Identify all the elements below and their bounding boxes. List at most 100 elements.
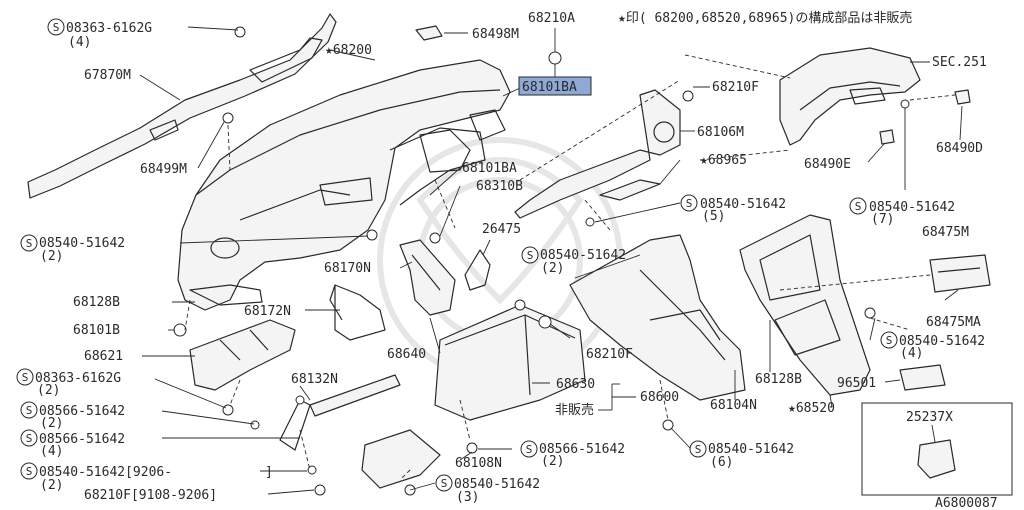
svg-text:S: S — [26, 465, 33, 478]
label-68200: ★68200 — [325, 43, 372, 58]
svg-text:S: S — [886, 334, 893, 347]
label-68101b: 68101B — [73, 323, 120, 338]
s-symbol-icon: S — [20, 429, 38, 447]
svg-text:S: S — [526, 443, 533, 456]
label-s08540-5-qty: (5) — [702, 209, 725, 224]
label-s08566-c-qty: (2) — [541, 454, 564, 469]
s-symbol-icon: S — [680, 194, 698, 212]
label-68172n: 68172N — [244, 304, 291, 319]
label-s08540-7-qty: (7) — [871, 212, 894, 227]
label-s08566-b-qty: (4) — [40, 444, 63, 459]
label-s08363-top: 08363-6162G — [66, 21, 152, 36]
label-s08540-7: 08540-51642 — [869, 200, 955, 215]
label-hihanbai: 非販売 — [555, 402, 594, 418]
svg-text:S: S — [527, 249, 534, 262]
svg-text:S: S — [22, 371, 29, 384]
label-68520: ★68520 — [788, 401, 835, 416]
part-96501 — [899, 364, 946, 391]
part-68490d — [954, 89, 971, 105]
label-s08540-date: 08540-51642[9206- — [39, 465, 172, 480]
label-68310b: 68310B — [476, 179, 523, 194]
svg-text:S: S — [686, 197, 693, 210]
label-96501: 96501 — [837, 376, 876, 391]
part-68498m — [415, 25, 443, 41]
svg-text:S: S — [695, 443, 702, 456]
part-67870m — [27, 13, 337, 199]
part-68170n — [399, 239, 456, 316]
label-67870m: 67870M — [84, 68, 131, 83]
s-symbol-icon: S — [849, 197, 867, 215]
s-symbol-icon: S — [20, 234, 38, 252]
s-symbol-icon: S — [521, 246, 539, 264]
label-68490d: 68490D — [936, 141, 983, 156]
label-68498m: 68498M — [472, 27, 519, 42]
label-s08363-low-qty: (2) — [37, 383, 60, 398]
labels: 08363-6162G (4) 67870M 68499M ★68200 684… — [35, 11, 998, 510]
part-sec251-hood — [779, 47, 921, 146]
screw-set — [173, 26, 910, 496]
label-68108n: 68108N — [455, 456, 502, 471]
inset-box — [861, 402, 1013, 496]
label-68600: 68600 — [640, 390, 679, 405]
label-s08540-3-qty: (3) — [456, 490, 479, 505]
part-68475m-ashtray — [929, 254, 991, 293]
label-68101ba-2: 68101BA — [462, 161, 517, 176]
part-68621 — [189, 319, 296, 391]
s-symbol-icon: S — [47, 18, 65, 36]
part-68210a-screw — [548, 51, 562, 78]
label-68104n: 68104N — [710, 398, 757, 413]
part-26475 — [464, 249, 491, 291]
label-68210f-mid: 68210F — [586, 347, 633, 362]
label-68475ma: 68475MA — [926, 315, 981, 330]
label-s08540-3: 08540-51642 — [454, 477, 540, 492]
label-68640: 68640 — [387, 347, 426, 362]
svg-text:S: S — [53, 21, 60, 34]
label-sec251: SEC.251 — [932, 55, 987, 70]
label-68210f-date: 68210F[9108-9206] — [84, 488, 217, 503]
svg-text:S: S — [855, 200, 862, 213]
guide-lines — [184, 54, 956, 481]
label-s08566-a: 08566-51642 — [39, 404, 125, 419]
s-symbol-icon: S — [20, 401, 38, 419]
label-s08540-6: 08540-51642 — [708, 442, 794, 457]
part-68520-finisher — [739, 214, 871, 396]
label-68630: 68630 — [556, 377, 595, 392]
part-68200-dashboard — [177, 59, 511, 311]
svg-text:S: S — [26, 237, 33, 250]
label-s08540-date-close: ] — [265, 465, 273, 480]
label-s08540-left-qty: (2) — [40, 249, 63, 264]
label-s08363-top-qty: (4) — [68, 35, 91, 50]
label-68128b-left: 68128B — [73, 295, 120, 310]
label-s08540-date-qty: (2) — [40, 478, 63, 493]
label-s08566-c: 08566-51642 — [539, 442, 625, 457]
label-26475: 26475 — [482, 222, 521, 237]
label-s08363-low: 08363-6162G — [35, 371, 121, 386]
s-symbol-icon: S — [20, 462, 38, 480]
diagram-id: A6800087 — [935, 496, 998, 510]
label-68106m: 68106M — [697, 125, 744, 140]
highlight-68101ba — [518, 76, 592, 96]
label-68210a: 68210A — [528, 11, 575, 26]
label-68170n: 68170N — [324, 261, 371, 276]
label-s08566-a-qty: (2) — [40, 416, 63, 431]
label-s08540-5: 08540-51642 — [700, 197, 786, 212]
svg-text:S: S — [26, 404, 33, 417]
s-symbol-icon: S — [880, 331, 898, 349]
label-s08540-left: 08540-51642 — [39, 236, 125, 251]
part-68172n — [329, 284, 386, 341]
part-68106m — [514, 89, 681, 219]
label-68128b-right: 68128B — [755, 372, 802, 387]
part-68965 — [599, 179, 661, 201]
part-68104n-console — [569, 234, 746, 401]
label-68210f-top: 68210F — [712, 80, 759, 95]
header-note: ★印( 68200,68520,68965)の構成部品は非販売 — [618, 10, 912, 26]
s-symbol-icon: S — [435, 474, 453, 492]
label-68499m: 68499M — [140, 162, 187, 177]
label-68490e: 68490E — [804, 157, 851, 172]
label-s08540-mid: 08540-51642 — [540, 248, 626, 263]
part-68490e — [879, 129, 895, 145]
label-68621: 68621 — [84, 349, 123, 364]
s-symbol-icon: S — [520, 440, 538, 458]
s-symbol-icon: S — [16, 368, 34, 386]
